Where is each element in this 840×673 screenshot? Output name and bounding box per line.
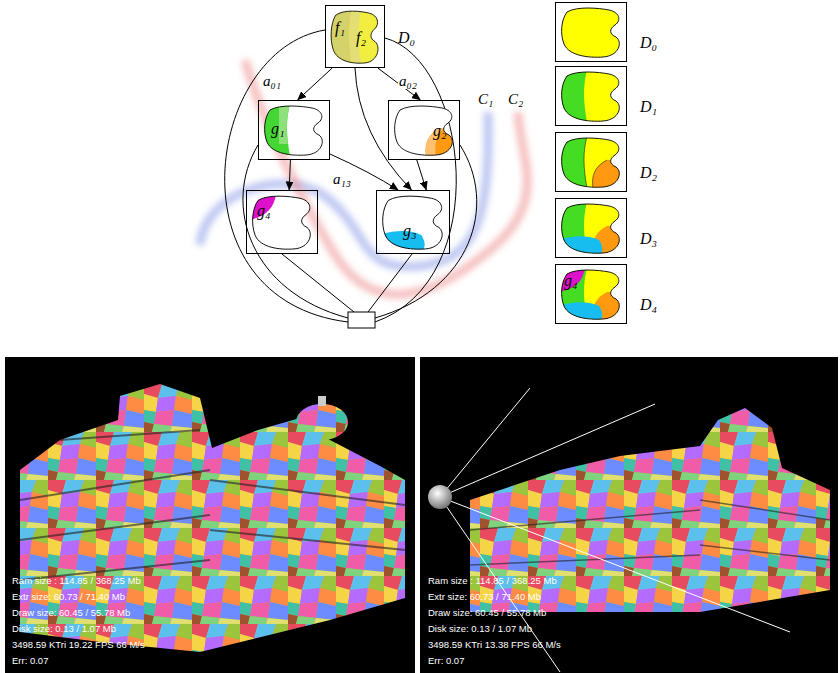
render-stat: Disk size: 0.13 / 1.07 Mb: [12, 624, 116, 634]
edge-label: a₀₂: [398, 74, 418, 89]
patch-blob: [262, 104, 326, 156]
patch-box: g₁: [258, 100, 330, 160]
screenshot: [5, 357, 415, 673]
render-stat: Err: 0.07: [428, 656, 464, 666]
patch-label: f₁: [335, 20, 345, 36]
dependency-arrow: [417, 160, 427, 190]
patch-label: f₂: [356, 30, 366, 46]
render-stat: Ram size : 114.85 / 368.25 Mb: [12, 576, 141, 586]
patch-blob: [392, 104, 456, 156]
edge-label: a₀₁: [262, 74, 282, 89]
render-stat: Ram size : 114.85 / 368.25 Mb: [428, 576, 557, 586]
patch-label: g₄: [564, 273, 578, 289]
dependency-arrow: [378, 68, 421, 100]
patch-blob: [559, 136, 623, 188]
cathedral-render: [428, 388, 830, 672]
patch-box: D₂: [555, 132, 627, 192]
patch-box: D₃: [555, 198, 627, 258]
render-stat: Draw size: 60.45 / 55.78 Mb: [428, 608, 546, 618]
render-stat: Disk size: 0.13 / 1.07 Mb: [428, 624, 532, 634]
patch-box: D₁: [555, 66, 627, 126]
patch-label: g₁: [271, 121, 285, 137]
render-stat: Extr size: 60.73 / 71.40 Mb: [12, 592, 125, 602]
patch-label: D₁: [640, 99, 657, 115]
patch-label: D₀: [398, 30, 415, 46]
patch-box: f₁f₂D₀: [325, 5, 385, 68]
sink-box: [348, 312, 375, 328]
patch-label: g₃: [403, 223, 417, 239]
dependency-arrow: [298, 68, 333, 100]
curve-label: C₂: [508, 92, 523, 107]
render-stat: Extr size: 60.73 / 71.40 Mb: [428, 592, 541, 602]
render-stat: 3498.59 KTri 19.22 FPS 66 M/s: [12, 640, 145, 650]
patch-label: g₂: [433, 123, 447, 139]
cut-curve: [245, 60, 527, 295]
render-stat: Draw size: 60.45 / 55.78 Mb: [12, 608, 130, 618]
patch-blob: [329, 9, 381, 64]
patch-label: g₄: [257, 203, 271, 219]
patch-blob: [559, 70, 623, 122]
edge-label: a₁₃: [332, 172, 352, 187]
sink-lines: [225, 30, 477, 322]
patch-box: g₄: [246, 190, 318, 254]
patch-label: D₂: [640, 165, 657, 181]
render-stat: 3498.59 KTri 13.38 FPS 66 M/s: [428, 640, 561, 650]
patch-label: D₃: [640, 231, 657, 247]
curve-label: C₁: [478, 92, 493, 107]
patch-box: g₄D₄: [555, 264, 627, 324]
patch-box: D₀: [555, 2, 627, 62]
render-stat: Err: 0.07: [12, 656, 48, 666]
patch-blob: [559, 268, 623, 320]
patch-blob: [559, 6, 623, 58]
patch-blob: [380, 194, 446, 250]
patch-blob: [250, 194, 314, 250]
patch-label: D₄: [640, 297, 657, 313]
dependency-arrow: [289, 160, 290, 190]
screenshot: [420, 357, 838, 673]
patch-box: g₂: [388, 100, 460, 160]
patch-blob: [559, 202, 623, 254]
patch-box: g₃: [376, 190, 450, 254]
patch-label: D₀: [640, 35, 657, 51]
